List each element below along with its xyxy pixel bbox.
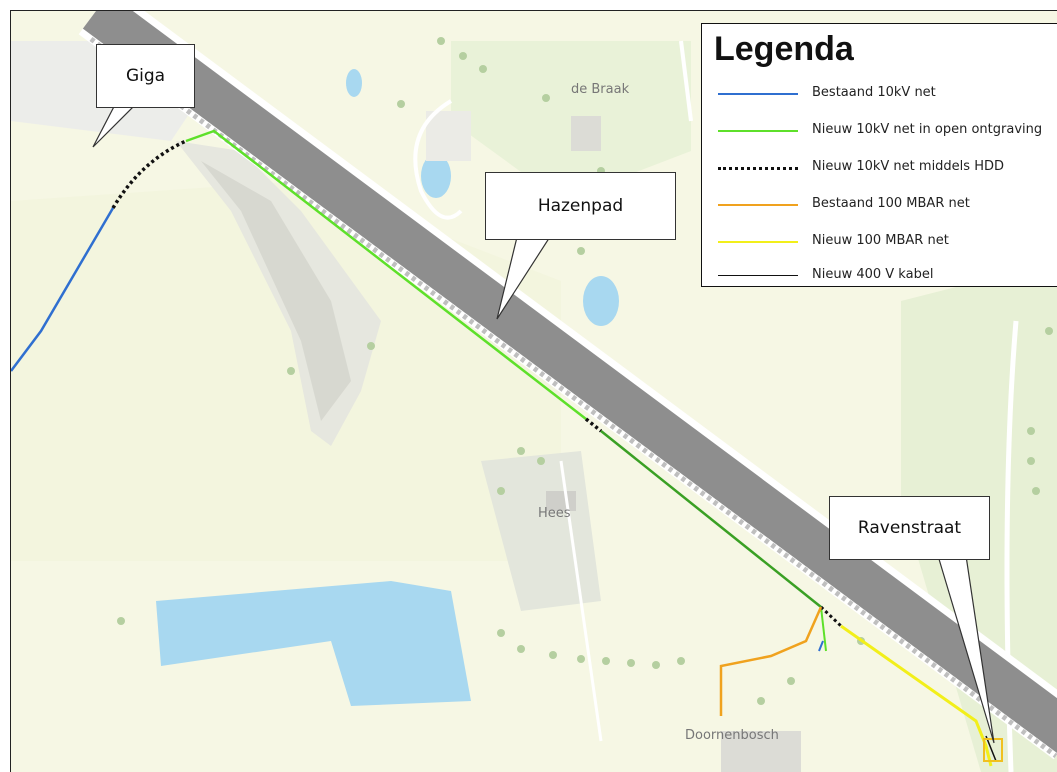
legend-label: Nieuw 400 V kabel: [812, 267, 934, 282]
legend-swatch: [718, 130, 798, 132]
pond-middle: [583, 276, 619, 326]
place-label-doornenbosch: Doornenbosch: [685, 728, 779, 743]
route-existing-100mbar: [719, 606, 823, 716]
legend-label: Nieuw 100 MBAR net: [812, 233, 949, 248]
legend-swatch: [718, 241, 798, 243]
place-label-hees: Hees: [538, 506, 571, 521]
legend-label: Bestaand 10kV net: [812, 85, 936, 100]
legend-label: Nieuw 10kV net middels HDD: [812, 159, 1004, 174]
route-hdd-east: [819, 605, 843, 628]
place-label-de-braak: de Braak: [571, 82, 630, 97]
legend-swatch: [718, 275, 798, 276]
highway: [82, 11, 1057, 754]
route-new-10kv-hazenpad: [185, 129, 587, 420]
sand-ridge-shadow: [201, 161, 351, 421]
callout-ravenstraat-label: Ravenstraat: [857, 518, 962, 538]
callout-giga-label: Giga: [125, 66, 166, 86]
legend-item-new-400v: Nieuw 400 V kabel: [702, 264, 1057, 288]
route-hdd-giga: [111, 139, 187, 209]
legend-label: Bestaand 100 MBAR net: [812, 196, 970, 211]
legend-title: Legenda: [714, 30, 854, 68]
pond-north: [421, 154, 451, 198]
route-new-10kv-spur: [820, 606, 827, 652]
legend-label: Nieuw 10kV net in open ontgraving: [812, 122, 1043, 137]
legend-swatch: [718, 93, 798, 95]
lake-south: [156, 581, 471, 706]
callout-giga: Giga: [96, 44, 195, 108]
legend-item-existing-100mbar: Bestaand 100 MBAR net: [702, 193, 1057, 217]
highway-edge: [89, 36, 1057, 759]
route-new-400v: [985, 735, 997, 762]
legend-swatch: [718, 167, 798, 170]
callout-hazenpad: Hazenpad: [485, 172, 676, 240]
route-existing-10kv: [11, 207, 115, 372]
legend-item-new-10kv-open: Nieuw 10kV net in open ontgraving: [702, 119, 1057, 143]
callout-ravenstraat: Ravenstraat: [829, 496, 990, 560]
minor-road: [679, 40, 693, 122]
legend-panel: Legenda Bestaand 10kV net Nieuw 10kV net…: [701, 23, 1057, 287]
map-frame: de Braak Hees Doornenbosch Giga Hazenpad…: [10, 10, 1057, 772]
legend-item-existing-10kv: Bestaand 10kV net: [702, 82, 1057, 106]
legend-item-new-10kv-hdd: Nieuw 10kV net middels HDD: [702, 156, 1057, 180]
building: [426, 111, 471, 161]
pond-small: [346, 69, 362, 97]
route-new-10kv-east: [600, 430, 822, 608]
legend-swatch: [718, 204, 798, 206]
route-new-100mbar: [840, 624, 993, 767]
building: [571, 116, 601, 151]
minor-road: [413, 99, 463, 220]
minor-road: [559, 460, 603, 742]
building: [721, 731, 801, 772]
callout-hazenpad-label: Hazenpad: [537, 196, 624, 216]
route-existing-10kv-spur: [818, 640, 824, 652]
legend-item-new-100mbar: Nieuw 100 MBAR net: [702, 230, 1057, 254]
